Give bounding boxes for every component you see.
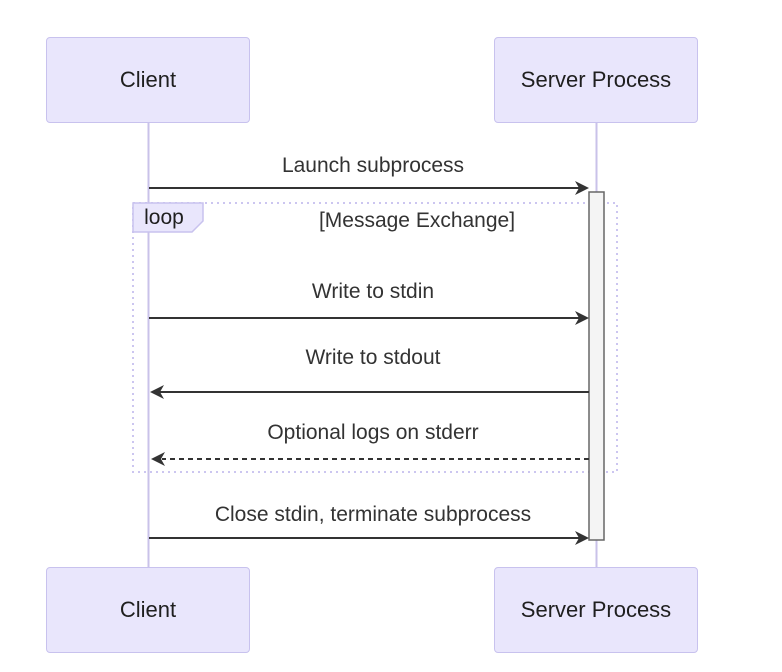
message-label-write-to-stdin: Write to stdin (311, 280, 435, 303)
actor-box-server-process-top: Server Process (494, 37, 698, 123)
message-arrow-write-to-stdout (150, 385, 589, 399)
arrowhead-right-icon (575, 531, 589, 545)
arrowhead-right-icon (575, 311, 589, 325)
actor-label: Client (119, 67, 177, 92)
loop-frame (132, 202, 618, 473)
message-arrow-write-to-stdin (149, 311, 589, 325)
activation-bar (588, 191, 605, 541)
arrowhead-left-icon (151, 452, 165, 466)
actor-label: Server Process (520, 597, 672, 622)
message-label-optional-logs-on-stderr: Optional logs on stderr (267, 421, 479, 444)
actor-box-client-top: Client (46, 37, 250, 123)
actor-box-server-process-bottom: Server Process (494, 567, 698, 653)
actor-label: Server Process (520, 67, 672, 92)
message-arrow-launch-subprocess (149, 181, 589, 195)
arrowhead-right-icon (575, 181, 589, 195)
loop-title: [Message Exchange] (318, 209, 516, 232)
message-label-write-to-stdout: Write to stdout (305, 346, 441, 369)
loop-label-tab (132, 202, 204, 233)
message-label-launch-subprocess: Launch subprocess (281, 154, 465, 177)
message-arrow-close-stdin (149, 531, 589, 545)
arrowhead-left-icon (150, 385, 164, 399)
loop-border (132, 202, 618, 473)
loop-label: loop (144, 206, 184, 229)
message-label-close-stdin: Close stdin, terminate subprocess (214, 503, 532, 526)
message-arrow-optional-logs-on-stderr (151, 452, 589, 466)
actor-box-client-bottom: Client (46, 567, 250, 653)
actor-label: Client (119, 597, 177, 622)
